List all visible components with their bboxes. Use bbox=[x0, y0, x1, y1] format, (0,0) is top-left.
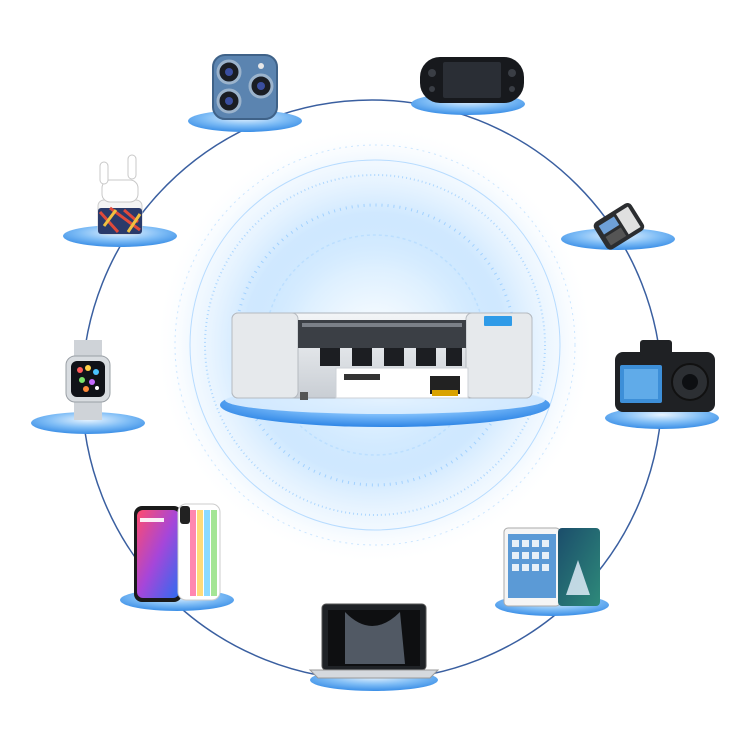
smartphones-device bbox=[120, 503, 234, 611]
pos-terminal-device bbox=[561, 202, 675, 250]
game-console-device bbox=[411, 57, 525, 115]
camera-phone-device bbox=[188, 54, 302, 132]
dslr-camera-device bbox=[605, 340, 719, 429]
machine-screen bbox=[484, 316, 512, 326]
laptop-device bbox=[308, 603, 440, 691]
earbuds-device bbox=[63, 154, 177, 247]
tablets-device bbox=[495, 527, 609, 616]
cutting-plotter bbox=[231, 312, 533, 400]
smartwatch-device bbox=[31, 340, 145, 434]
